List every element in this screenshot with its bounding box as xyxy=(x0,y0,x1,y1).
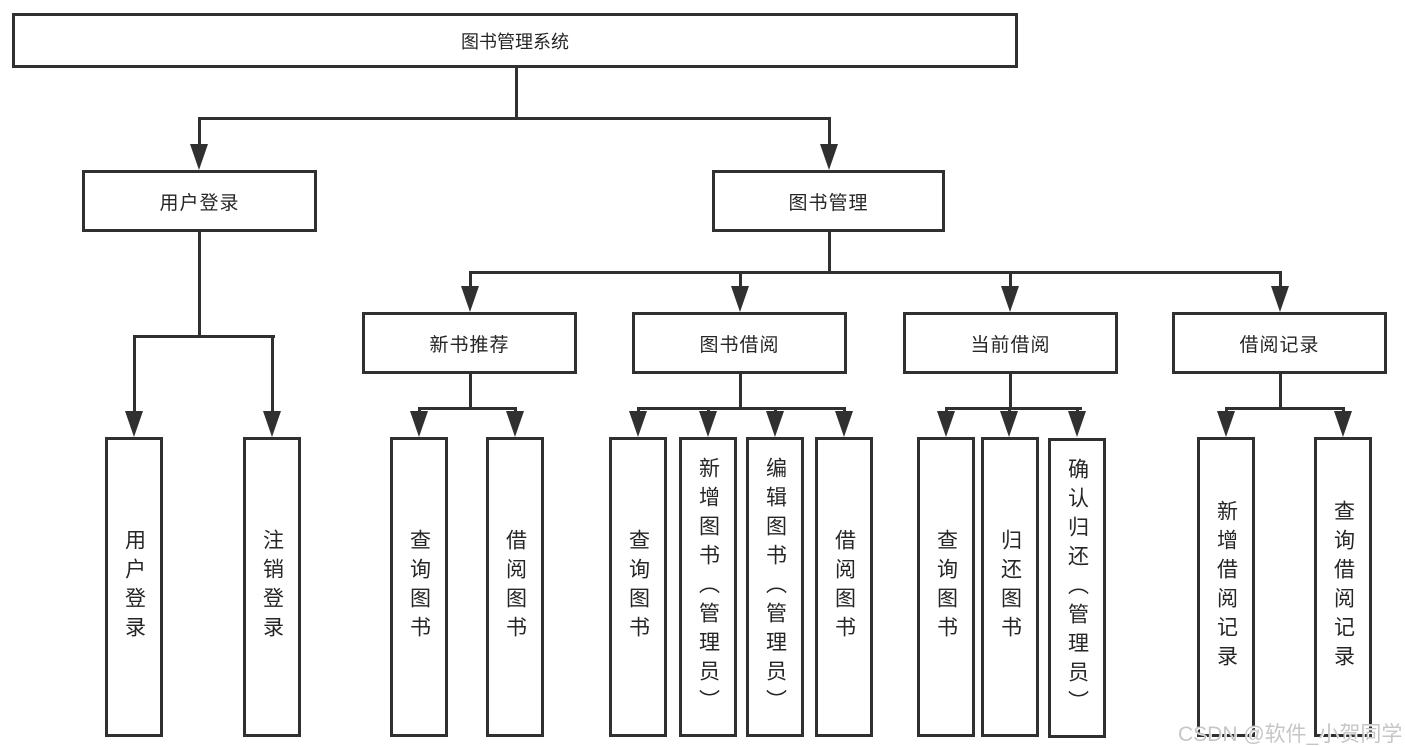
arrowhead-down-icon xyxy=(937,411,955,437)
connector-line xyxy=(828,232,831,274)
leaf-borrow-books-recommend: 借阅图书 xyxy=(486,437,544,737)
connector-line xyxy=(198,232,201,338)
leaf-add-book-admin: 新增图书（管理员） xyxy=(679,437,737,737)
node-book-borrowing: 图书借阅 xyxy=(632,312,847,374)
node-label: 图书管理系统 xyxy=(461,31,569,52)
arrowhead-down-icon xyxy=(731,286,749,312)
node-library-management-system: 图书管理系统 xyxy=(12,13,1018,68)
node-label: 注销登录 xyxy=(260,529,284,645)
leaf-query-borrow-record: 查询借阅记录 xyxy=(1314,437,1372,737)
node-label: 借阅记录 xyxy=(1239,334,1320,356)
connector-line xyxy=(198,117,201,149)
connector-line xyxy=(133,335,136,415)
connector-line xyxy=(469,374,472,409)
node-current-borrowing: 当前借阅 xyxy=(903,312,1118,374)
arrowhead-down-icon xyxy=(410,411,428,437)
arrowhead-down-icon xyxy=(699,411,717,437)
connector-line xyxy=(469,271,472,293)
connector-line xyxy=(1009,271,1012,293)
connector-line xyxy=(739,271,742,293)
connector-line xyxy=(271,335,274,415)
leaf-logout: 注销登录 xyxy=(243,437,301,737)
connector-line xyxy=(739,374,742,409)
arrowhead-down-icon xyxy=(1068,411,1086,437)
node-label: 当前借阅 xyxy=(970,334,1051,356)
leaf-query-books-borrowing: 查询图书 xyxy=(609,437,667,737)
leaf-query-books-recommend: 查询图书 xyxy=(390,437,448,737)
node-label: 借阅图书 xyxy=(832,529,856,645)
node-label: 借阅图书 xyxy=(503,529,527,645)
arrowhead-down-icon xyxy=(1000,411,1018,437)
arrowhead-down-icon xyxy=(263,411,281,437)
node-label: 图书借阅 xyxy=(699,334,780,356)
arrowhead-down-icon xyxy=(835,411,853,437)
leaf-return-book: 归还图书 xyxy=(981,437,1039,737)
arrowhead-down-icon xyxy=(820,144,838,170)
node-label: 归还图书 xyxy=(998,529,1022,645)
connector-line xyxy=(945,407,1082,410)
leaf-edit-book-admin: 编辑图书（管理员） xyxy=(746,437,804,737)
leaf-user-login: 用户登录 xyxy=(105,437,163,737)
node-label: 查询图书 xyxy=(934,529,958,645)
connector-line xyxy=(1225,407,1345,410)
node-label: 新增图书（管理员） xyxy=(696,456,720,718)
node-label: 新增借阅记录 xyxy=(1214,500,1238,674)
arrowhead-down-icon xyxy=(1334,411,1352,437)
connector-line xyxy=(1279,374,1282,409)
node-label: 用户登录 xyxy=(122,529,146,645)
arrowhead-down-icon xyxy=(1217,411,1235,437)
connector-line xyxy=(637,407,846,410)
node-user-login: 用户登录 xyxy=(82,170,317,232)
node-label: 图书管理 xyxy=(788,192,869,214)
node-new-book-recommendation: 新书推荐 xyxy=(362,312,577,374)
node-label: 查询借阅记录 xyxy=(1331,500,1355,674)
node-label: 确认归还（管理员） xyxy=(1065,457,1089,719)
connector-line xyxy=(418,407,517,410)
arrowhead-down-icon xyxy=(125,411,143,437)
node-label: 查询图书 xyxy=(626,529,650,645)
leaf-borrow-books-borrowing: 借阅图书 xyxy=(815,437,873,737)
node-label: 编辑图书（管理员） xyxy=(763,456,787,718)
node-label: 用户登录 xyxy=(159,192,240,214)
connector-line xyxy=(515,68,518,118)
csdn-watermark: CSDN @软件_小贺同学 xyxy=(1178,723,1403,746)
arrowhead-down-icon xyxy=(506,411,524,437)
arrowhead-down-icon xyxy=(629,411,647,437)
arrowhead-down-icon xyxy=(1271,286,1289,312)
connector-line xyxy=(469,271,1282,274)
arrowhead-down-icon xyxy=(1001,286,1019,312)
leaf-confirm-return-admin: 确认归还（管理员） xyxy=(1048,438,1106,738)
arrowhead-down-icon xyxy=(766,411,784,437)
node-borrowing-records: 借阅记录 xyxy=(1172,312,1387,374)
connector-line xyxy=(133,335,275,338)
connector-line xyxy=(1279,271,1282,293)
connector-line xyxy=(198,117,831,120)
node-label: 查询图书 xyxy=(407,529,431,645)
connector-line xyxy=(828,117,831,149)
arrowhead-down-icon xyxy=(190,144,208,170)
node-label: 新书推荐 xyxy=(429,334,510,356)
arrowhead-down-icon xyxy=(461,286,479,312)
leaf-query-books-current: 查询图书 xyxy=(917,437,975,737)
leaf-add-borrow-record: 新增借阅记录 xyxy=(1197,437,1255,737)
node-book-management: 图书管理 xyxy=(712,170,945,232)
connector-line xyxy=(1009,374,1012,409)
